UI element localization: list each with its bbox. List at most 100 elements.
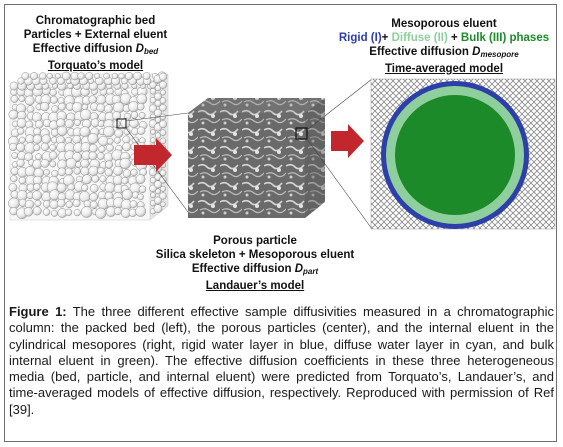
- bed-sphere: [8, 183, 18, 192]
- bed-sphere: [158, 72, 168, 81]
- bed-sphere: [118, 72, 125, 80]
- bed-sphere: [80, 206, 93, 218]
- bed-sphere: [104, 168, 113, 177]
- bed-sphere: [80, 166, 90, 176]
- bed-sphere: [159, 97, 167, 104]
- bed-sphere: [40, 101, 50, 112]
- bed-sphere: [138, 185, 147, 194]
- bed-sphere: [103, 72, 110, 80]
- bed-sphere: [61, 71, 71, 81]
- figure-label: Figure 1:: [9, 304, 67, 319]
- bed-sphere: [129, 200, 138, 208]
- bed-title: Chromatographic bed: [35, 15, 156, 27]
- bed-sphere: [49, 77, 57, 85]
- bed-sphere: [88, 143, 98, 153]
- bed-sphere: [124, 71, 134, 81]
- bed-sphere: [33, 127, 42, 136]
- bed-sphere: [32, 134, 43, 144]
- caption-text: The three different effective sample dif…: [9, 304, 554, 417]
- bed-sphere: [159, 120, 167, 129]
- bed-sphere: [121, 77, 128, 85]
- particle-title: Porous particle: [213, 235, 297, 247]
- bed-sphere: [57, 77, 65, 85]
- bed-sphere: [135, 205, 147, 217]
- bed-sphere: [57, 125, 68, 136]
- bed-sphere: [8, 109, 19, 120]
- bed-sphere: [159, 176, 167, 184]
- mesopore-model: Time-averaged model: [384, 63, 504, 75]
- bed-sphere: [160, 201, 166, 208]
- bed-sphere: [77, 72, 85, 80]
- bed-sphere: [106, 137, 114, 145]
- bed-sphere: [149, 97, 157, 104]
- bed-sphere: [130, 111, 139, 119]
- bed-sphere: [50, 209, 58, 217]
- particle-model: Landauer’s model: [205, 280, 305, 292]
- zoom-box-particle: [295, 127, 308, 140]
- bed-sphere: [159, 137, 167, 145]
- bed-sphere: [138, 112, 146, 119]
- mesopore-diffusion: Effective diffusion Dmesopore: [369, 46, 519, 59]
- bed-sphere: [95, 207, 107, 219]
- bed-sphere: [34, 120, 44, 129]
- bed-sphere: [9, 81, 19, 91]
- mesopore-title: Mesoporous eluent: [391, 18, 497, 30]
- bed-sphere: [113, 165, 123, 176]
- bed-sphere: [57, 167, 67, 177]
- bed-sphere: [26, 105, 35, 113]
- bed-sphere: [24, 166, 36, 177]
- bed-sphere: [56, 198, 66, 208]
- bed-sphere: [71, 102, 83, 113]
- bed-sphere: [155, 117, 161, 123]
- zoom-box-bed: [116, 118, 127, 129]
- bed-sphere: [83, 200, 92, 208]
- bed-sphere: [56, 118, 66, 128]
- bed-sphere: [88, 95, 97, 104]
- bed-sphere: [58, 102, 66, 111]
- bed-sphere: [159, 192, 167, 200]
- mesopore-phases: Rigid (I)+ Diffuse (II) + Bulk (III) pha…: [338, 32, 550, 44]
- bed-sphere: [80, 108, 92, 121]
- bed-sphere: [149, 177, 157, 184]
- bed-sphere: [81, 174, 92, 185]
- arrow-bed-to-particle: [134, 138, 172, 172]
- bed-sphere: [64, 119, 74, 129]
- bed-sphere: [160, 185, 166, 192]
- bed-sphere: [114, 128, 124, 138]
- bed-sphere: [142, 72, 151, 80]
- bed-sphere: [56, 182, 67, 193]
- bed-sphere: [18, 136, 26, 144]
- bed-sphere: [122, 142, 132, 152]
- bed-sphere: [111, 72, 119, 80]
- particle-composition: Silica skeleton + Mesoporous eluent: [155, 249, 355, 261]
- bed-sphere: [64, 208, 73, 216]
- bed-sphere: [16, 142, 26, 152]
- bed-sphere: [150, 137, 156, 144]
- bed-model: Torquato’s model: [47, 60, 144, 72]
- bed-sphere: [130, 168, 138, 177]
- bed-sphere: [81, 184, 89, 192]
- porous-particle-block: [188, 98, 325, 218]
- bed-sphere: [122, 135, 131, 144]
- bed-sphere: [136, 93, 148, 105]
- bed-sphere: [33, 183, 41, 191]
- bed-sphere: [11, 152, 19, 159]
- bed-sphere: [88, 165, 99, 176]
- zoom-line: [306, 78, 373, 131]
- bed-sphere: [96, 152, 105, 160]
- bed-sphere: [106, 143, 114, 152]
- particle-label: Porous particle Silica skeleton + Mesopo…: [140, 234, 370, 293]
- bed-sphere: [155, 188, 161, 195]
- bed-sphere: [49, 160, 57, 168]
- bed-sphere: [104, 160, 114, 169]
- bed-sphere: [23, 207, 34, 217]
- bed-sphere: [89, 184, 99, 193]
- bed-sphere: [65, 157, 77, 169]
- bed-sphere: [99, 175, 107, 183]
- bed-sphere: [16, 158, 25, 168]
- bed-sphere: [24, 95, 35, 106]
- bed-sphere: [32, 206, 42, 216]
- bed-sphere: [39, 72, 47, 80]
- bed-sphere: [113, 136, 121, 144]
